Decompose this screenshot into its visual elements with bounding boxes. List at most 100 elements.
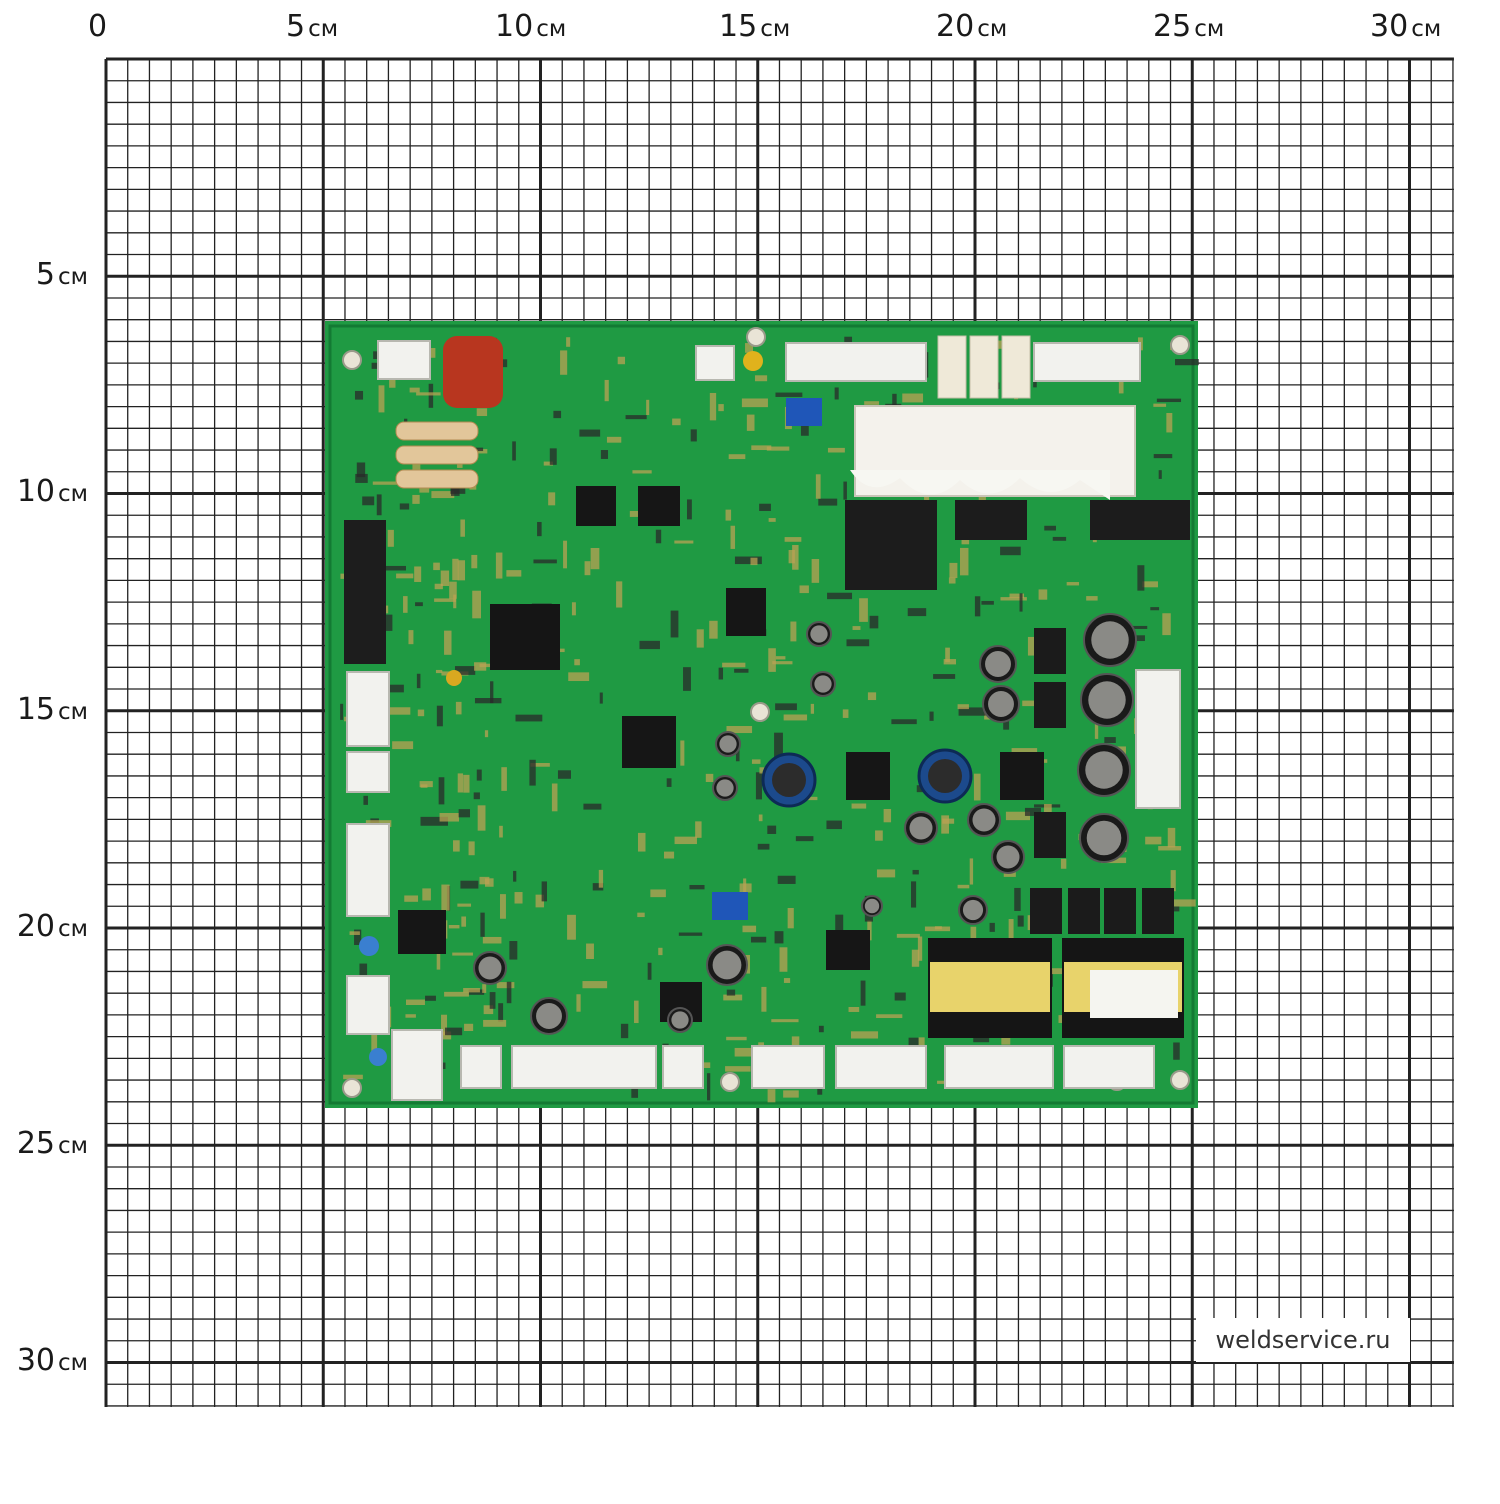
white-connector (944, 1045, 1054, 1089)
power-transistor (1034, 812, 1066, 858)
capacitor-top (962, 899, 984, 921)
smd-part (634, 1000, 639, 1024)
smd-part (460, 880, 479, 889)
smd-part (775, 703, 797, 711)
sticker (1090, 970, 1178, 1018)
smd-part (1175, 359, 1199, 366)
smd-part (1167, 827, 1176, 848)
smd-part (1019, 593, 1023, 612)
smd-part (751, 445, 772, 451)
smd-part (514, 892, 523, 904)
smd-part (453, 594, 457, 609)
smd-part (1173, 1042, 1180, 1060)
smd-part (755, 772, 762, 800)
smd-part (472, 590, 482, 619)
smd-part (599, 692, 603, 704)
smd-part (772, 661, 793, 665)
smd-part (434, 598, 456, 602)
smd-part (574, 659, 580, 666)
smd-part (403, 596, 408, 613)
smd-part (383, 614, 393, 631)
smd-part (790, 621, 797, 642)
smd-part (376, 494, 382, 516)
capacitor-top (671, 1011, 689, 1029)
smd-part (363, 795, 368, 805)
smd-part (818, 1025, 824, 1033)
smd-part (453, 840, 460, 852)
smd-part (810, 703, 815, 714)
smd-part (891, 719, 917, 725)
smd-part (788, 549, 795, 564)
smd-part (969, 858, 974, 885)
white-connector (391, 1029, 443, 1101)
ceramic-capacitor (359, 936, 379, 956)
watermark: weldservice.ru (1196, 1318, 1410, 1362)
smd-part (405, 1014, 416, 1018)
smd-part (501, 767, 507, 791)
smd-part (499, 894, 506, 919)
power-transistor (1034, 628, 1066, 674)
smd-part (1044, 525, 1056, 531)
smd-part (799, 585, 809, 594)
smd-part (476, 769, 482, 781)
smd-part (1014, 887, 1021, 911)
smd-part (718, 667, 724, 680)
smd-part (499, 825, 503, 838)
smd-part (844, 336, 853, 347)
smd-part (457, 903, 472, 907)
smd-part (489, 992, 496, 1009)
smd-part (474, 662, 487, 671)
smd-part (771, 1019, 799, 1023)
smd-part (495, 552, 503, 579)
smd-part (428, 383, 434, 408)
power-resistor (395, 469, 479, 489)
smd-part (918, 1037, 925, 1052)
smd-part (725, 509, 732, 521)
smd-part (543, 461, 554, 466)
smd-part (911, 949, 920, 967)
smd-part (957, 884, 970, 889)
smd-part (449, 581, 457, 599)
smd-part (362, 496, 375, 506)
heatsink (955, 500, 1027, 540)
smd-part (775, 392, 803, 397)
smd-part (537, 521, 542, 537)
smd-part (483, 1005, 494, 1015)
smd-part (827, 447, 845, 453)
relay-block (969, 335, 999, 399)
smd-part (557, 770, 571, 779)
smd-part (583, 803, 602, 810)
smd-part (792, 544, 799, 570)
smd-part (354, 390, 364, 400)
smd-part (1024, 807, 1042, 816)
smd-part (957, 704, 969, 710)
smd-part (1104, 737, 1116, 743)
smd-part (709, 620, 718, 639)
smd-part (637, 832, 646, 852)
smd-part (372, 481, 398, 485)
smd-part (349, 931, 360, 935)
smd-part (1066, 582, 1080, 586)
smd-part (482, 984, 487, 993)
smd-part (761, 986, 767, 1012)
smd-part (1060, 858, 1067, 869)
smd-part (670, 610, 679, 638)
smd-part (941, 815, 950, 834)
smd-part (434, 583, 443, 590)
smd-part (455, 701, 462, 715)
smd-part (1000, 546, 1021, 556)
smd-part (454, 666, 476, 675)
ptc-disc (743, 351, 763, 371)
smd-part (902, 393, 924, 403)
smd-part (1166, 412, 1173, 433)
mounting-hole (1170, 335, 1190, 355)
smd-part (436, 705, 443, 727)
ic-package (846, 752, 890, 800)
smd-part (474, 698, 502, 704)
smd-part (650, 889, 666, 898)
smd-part (834, 387, 839, 400)
